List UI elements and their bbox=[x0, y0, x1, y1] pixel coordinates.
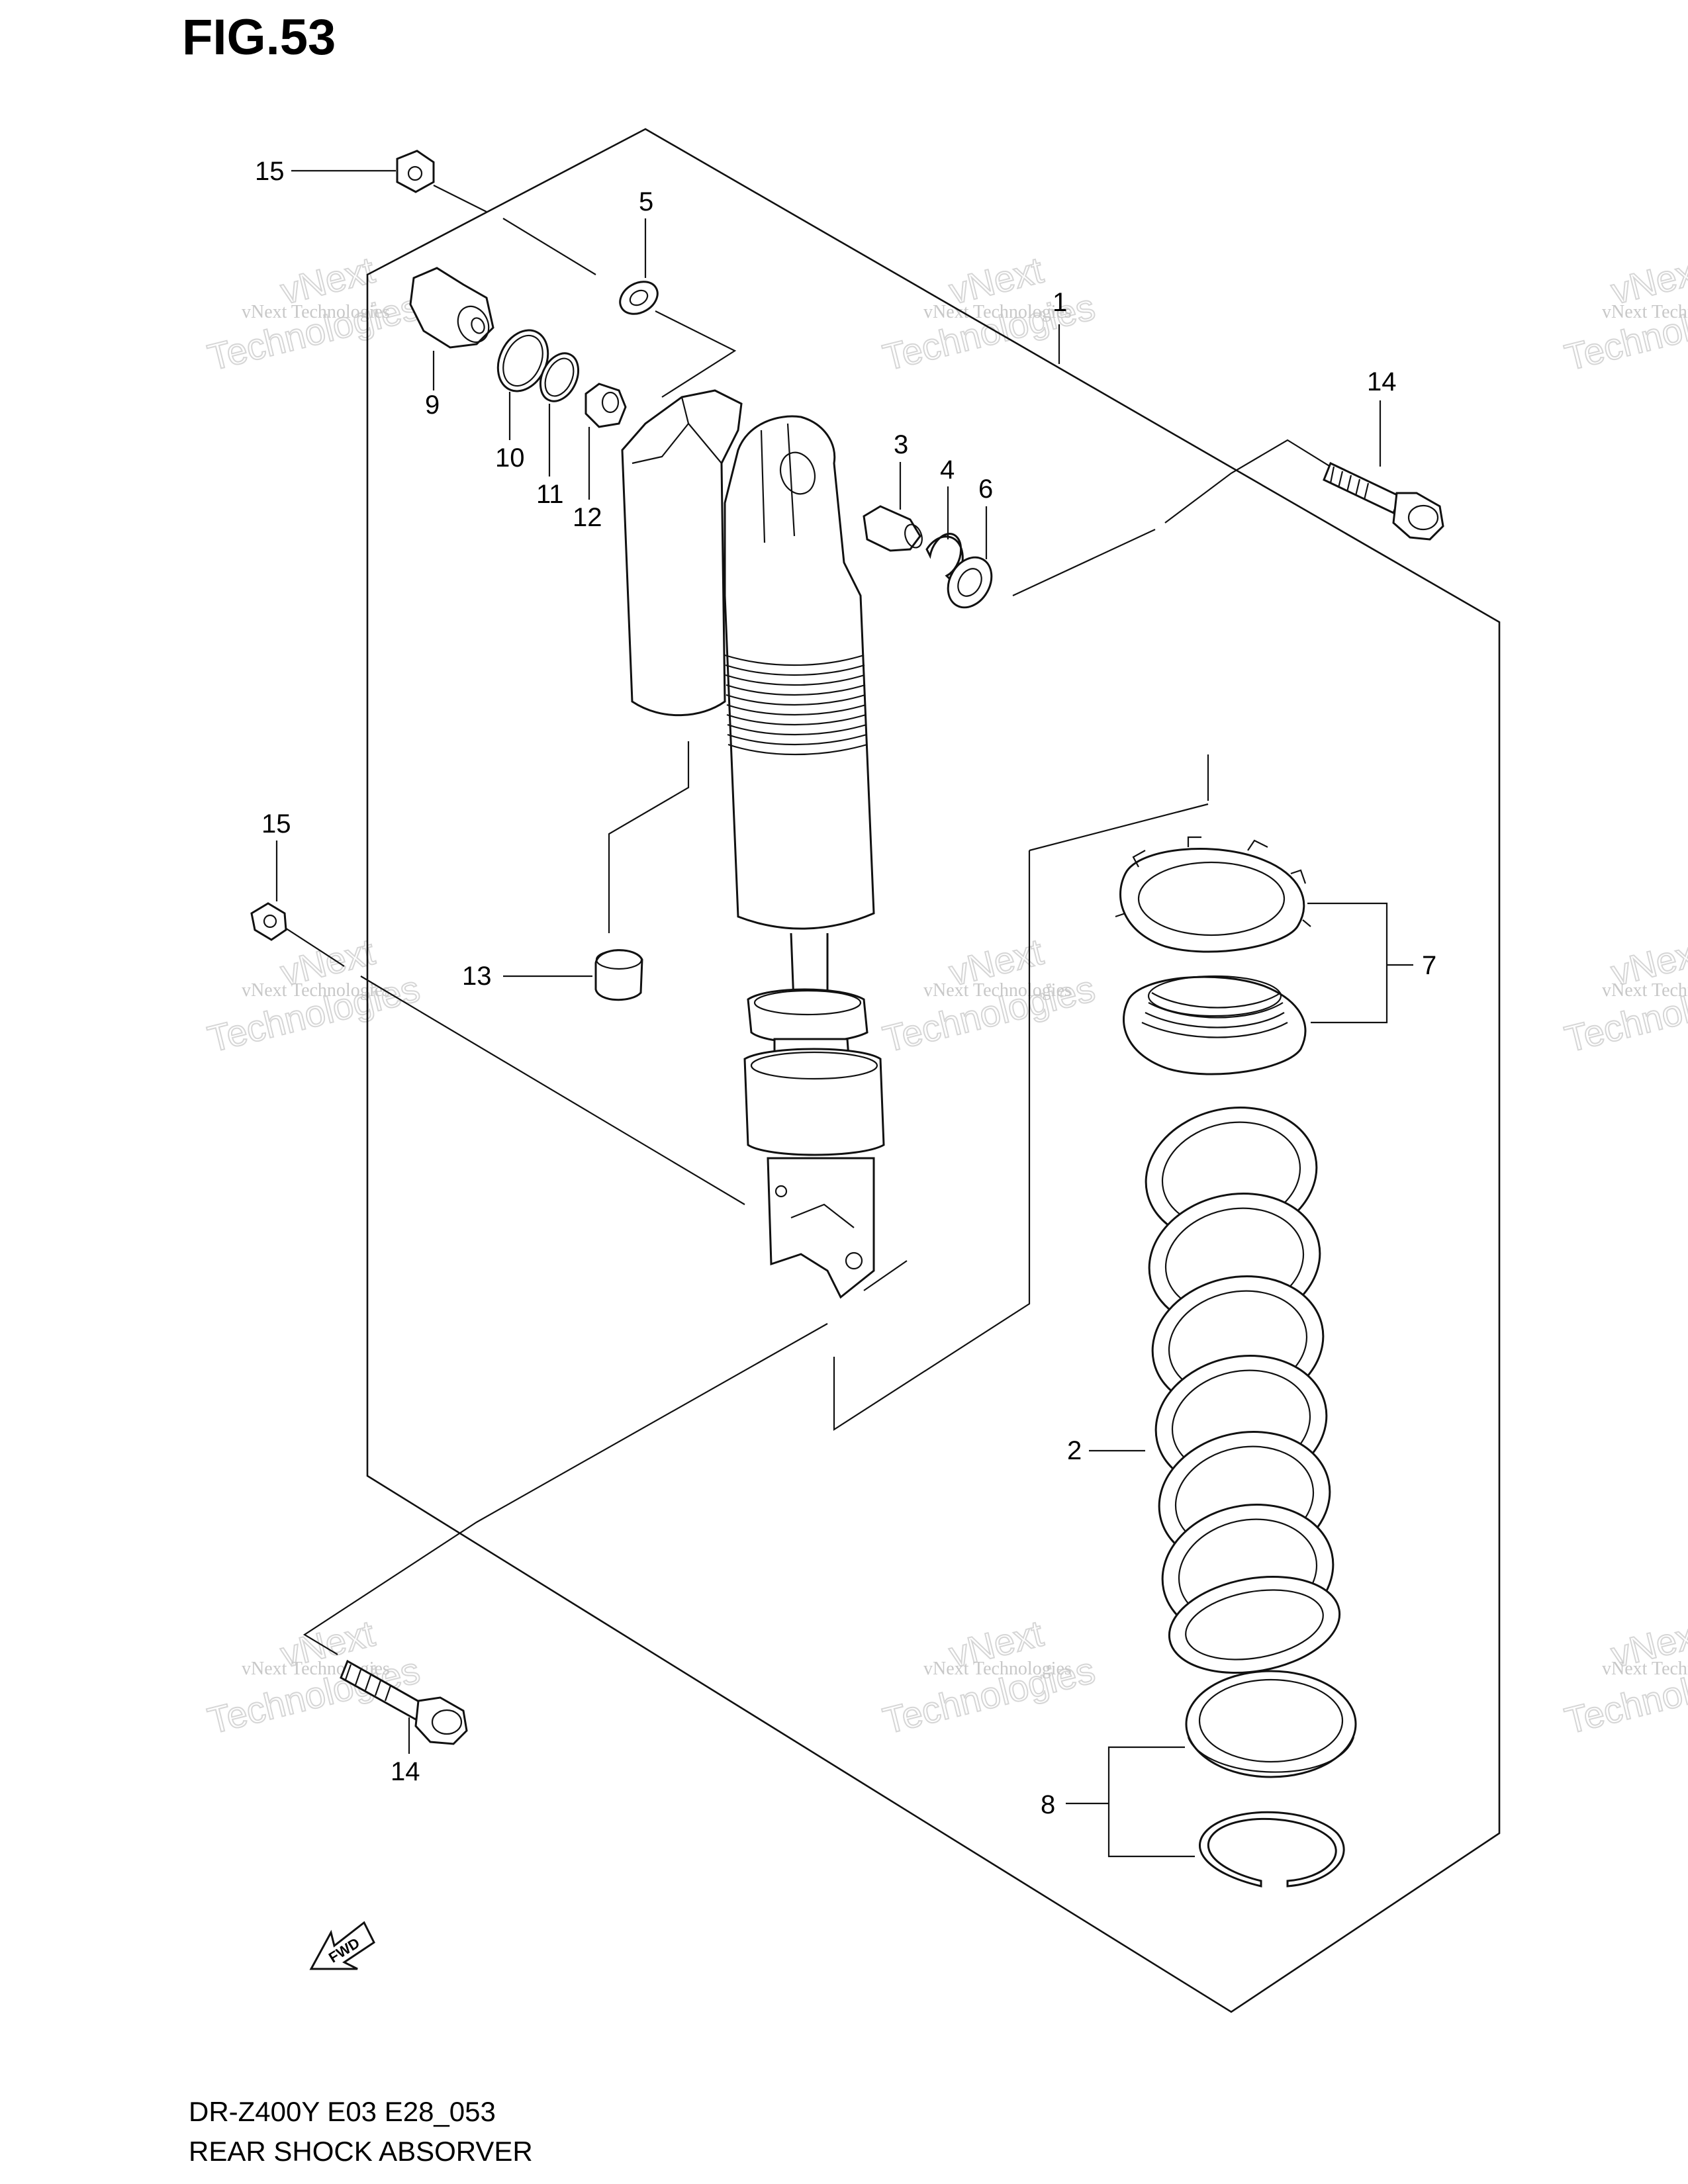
callout-9: 9 bbox=[425, 390, 440, 420]
part-2-coil-spring[interactable] bbox=[1133, 1092, 1347, 1685]
assembly-outline bbox=[366, 128, 1501, 2013]
leader-spring-seat bbox=[833, 754, 1209, 1432]
watermark: vNext Technologies vNext Technologies bbox=[878, 1612, 1100, 1743]
callout-11: 11 bbox=[536, 480, 564, 509]
callout-6: 6 bbox=[978, 475, 993, 504]
callout-4: 4 bbox=[940, 455, 955, 484]
model-code: DR-Z400Y E03 E28_053 bbox=[189, 2096, 496, 2127]
part-5-washer[interactable] bbox=[614, 275, 663, 320]
leader-15-left bbox=[277, 923, 745, 1205]
fwd-arrow-icon: FWD bbox=[309, 1921, 375, 1970]
watermark-small: vNext Technologies bbox=[1602, 302, 1688, 322]
callout-2: 2 bbox=[1067, 1436, 1082, 1465]
watermark-small: vNext Technologies bbox=[1602, 980, 1688, 1001]
leader-14-top bbox=[1012, 439, 1358, 596]
watermark: vNext Technologies vNext Technologies bbox=[203, 930, 424, 1061]
part-6-washer[interactable] bbox=[939, 549, 1000, 615]
watermark: vNext Technologies vNext Technologies bbox=[878, 930, 1100, 1061]
part-14-bolt-bottom[interactable] bbox=[340, 1659, 468, 1745]
watermark-small: vNext Technologies bbox=[1602, 1659, 1688, 1679]
part-15-nut-left[interactable] bbox=[250, 902, 287, 941]
spring-seat bbox=[1185, 1670, 1357, 1778]
callout-15-top: 15 bbox=[255, 157, 285, 186]
diagram-caption: REAR SHOCK ABSORVER bbox=[189, 2136, 533, 2167]
part-7-adjuster-nuts[interactable] bbox=[1115, 836, 1311, 1075]
callout-3: 3 bbox=[894, 430, 908, 459]
callout-14-top: 14 bbox=[1367, 367, 1397, 396]
leader-15-top-b bbox=[502, 218, 596, 275]
callout-12: 12 bbox=[573, 503, 602, 532]
callout-13: 13 bbox=[462, 962, 492, 991]
watermark: vNext Technologies vNext Technologies bbox=[1560, 248, 1688, 379]
watermark: vNext Technologies vNext Technologies bbox=[203, 1612, 424, 1743]
leader-14-bottom bbox=[303, 1323, 828, 1655]
watermark: vNext Technologies vNext Technologies bbox=[203, 248, 424, 379]
stopper-ring bbox=[1199, 1811, 1345, 1888]
thread-section bbox=[724, 654, 868, 756]
callout-group: 15 5 1 9 10 11 12 3 4 6 14 15 13 bbox=[255, 157, 1436, 1858]
part-10-o-ring[interactable] bbox=[489, 322, 557, 400]
part-13-collar[interactable] bbox=[594, 949, 643, 1001]
callout-7: 7 bbox=[1422, 951, 1436, 980]
watermark-small: vNext Technologies bbox=[242, 302, 390, 322]
leader-13 bbox=[608, 741, 690, 933]
part-1-shock-absorber[interactable] bbox=[621, 389, 885, 1299]
part-12-collar[interactable] bbox=[585, 383, 627, 428]
watermark-small: vNext Technologies bbox=[923, 1659, 1072, 1679]
watermark: vNext Technologies vNext Technologies bbox=[1560, 930, 1688, 1061]
part-3-bushing[interactable] bbox=[863, 505, 925, 552]
leader-lines bbox=[277, 185, 1358, 1655]
callout-10: 10 bbox=[495, 443, 525, 473]
callout-14-bottom: 14 bbox=[391, 1757, 420, 1786]
callout-15-left: 15 bbox=[261, 809, 291, 839]
part-11-o-ring[interactable] bbox=[533, 347, 585, 408]
figure-title: FIG.53 bbox=[182, 9, 336, 66]
leader-15-top bbox=[433, 185, 487, 212]
part-9-rubber-bushing[interactable] bbox=[409, 267, 494, 349]
watermark-small: vNext Technologies bbox=[242, 980, 390, 1001]
part-8-spring-seat-and-ring[interactable] bbox=[1185, 1670, 1357, 1888]
part-15-nut-top[interactable] bbox=[396, 150, 435, 193]
watermark: vNext Technologies vNext Technologies bbox=[1560, 1612, 1688, 1743]
watermark-small: vNext Technologies bbox=[923, 980, 1072, 1001]
part-14-bolt-top[interactable] bbox=[1323, 461, 1444, 541]
callout-8: 8 bbox=[1041, 1790, 1055, 1819]
callout-1: 1 bbox=[1053, 288, 1067, 317]
adjuster-nut-lower bbox=[1123, 975, 1307, 1075]
leader-5 bbox=[655, 310, 737, 398]
watermark-small: vNext Technologies bbox=[923, 302, 1072, 322]
callout-5: 5 bbox=[639, 187, 653, 216]
adjuster-nut-upper bbox=[1115, 836, 1311, 953]
